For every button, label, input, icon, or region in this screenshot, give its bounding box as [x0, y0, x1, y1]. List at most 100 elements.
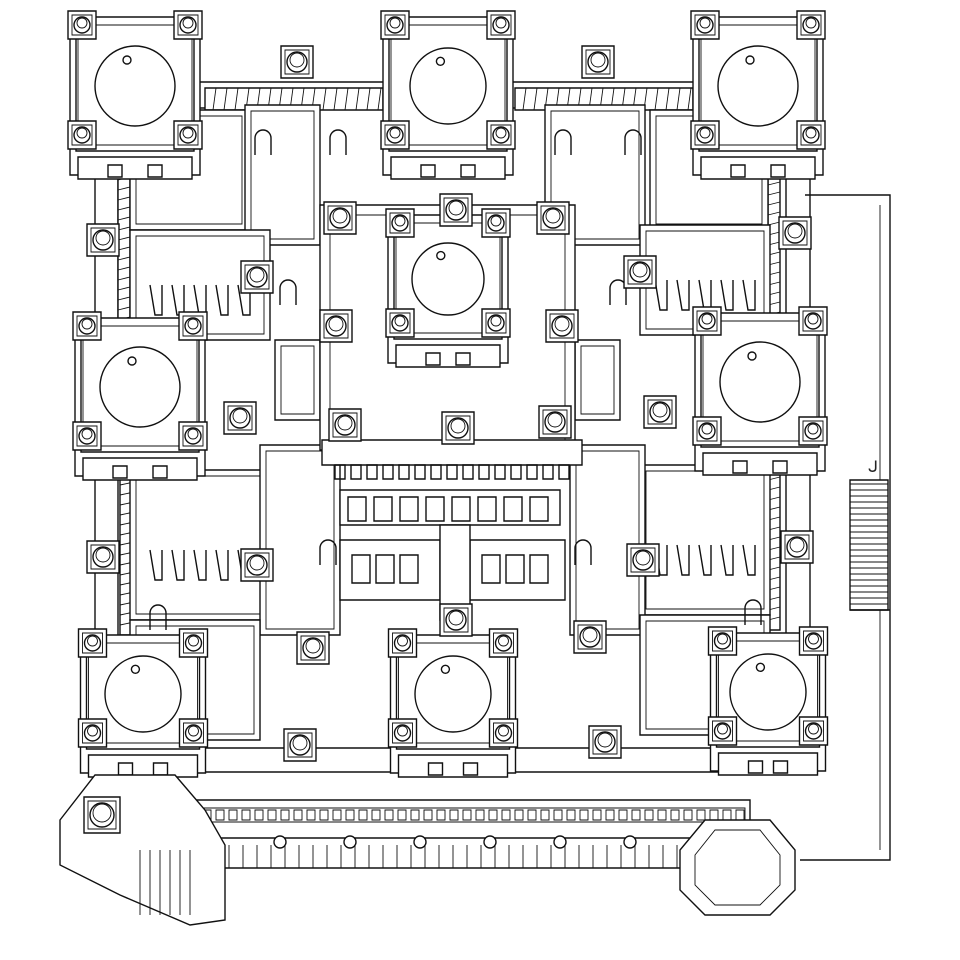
tower-plinth: [78, 157, 192, 179]
gallery-opening: [333, 810, 341, 820]
domed-towers: [68, 11, 828, 777]
courtyard-inner: [551, 111, 639, 239]
turret-dome: [446, 200, 466, 220]
turret-lantern: [653, 403, 667, 417]
east-stairs: [850, 480, 888, 610]
courtyard: [575, 340, 620, 420]
turret-frame: [713, 631, 733, 651]
turret-lantern: [449, 611, 463, 625]
turret-lantern: [250, 268, 264, 282]
dome: [720, 342, 800, 422]
tower-plinth: [703, 453, 817, 475]
gallery-opening: [697, 810, 705, 820]
turret-frame: [183, 426, 203, 446]
domed-tower: [691, 11, 825, 179]
tower-window: [749, 761, 763, 773]
turret-lantern: [702, 314, 712, 324]
turret-lantern: [189, 726, 199, 736]
turret-frame: [785, 535, 809, 559]
tower-window: [108, 165, 122, 177]
turret-frame: [444, 608, 468, 632]
turret-lantern: [88, 726, 98, 736]
gallery-bay: [400, 497, 418, 521]
terrace-bay: [399, 465, 409, 479]
dome-finial: [441, 665, 449, 673]
turret-frame: [550, 314, 574, 338]
terrace-bay: [495, 465, 505, 479]
south-gallery-wall: [60, 775, 795, 925]
tower-window: [461, 165, 475, 177]
window-bay: [352, 555, 370, 583]
gallery-bay: [374, 497, 392, 521]
turret-frame: [72, 125, 92, 145]
turret-lantern: [96, 231, 110, 245]
turret-lantern: [491, 316, 501, 326]
turret-lantern: [183, 128, 193, 138]
line-work: [118, 187, 130, 190]
tower-plinth: [83, 458, 197, 480]
gallery-opening: [450, 810, 458, 820]
turret-dome: [330, 208, 350, 228]
south-court-right: [470, 540, 565, 600]
arcade-pier: [216, 285, 228, 315]
dome-finial: [436, 57, 444, 65]
gallery-opening: [502, 810, 510, 820]
gallery-opening: [411, 810, 419, 820]
tower-window: [421, 165, 435, 177]
turret-lantern: [188, 429, 198, 439]
terrace-bay: [511, 465, 521, 479]
turret-lantern: [338, 416, 352, 430]
turret-dome: [496, 635, 512, 651]
line-work: [118, 297, 130, 300]
turret-dome: [387, 127, 403, 143]
arched-doorway: [555, 130, 571, 155]
gallery-opening: [658, 810, 666, 820]
turret-frame: [486, 313, 506, 333]
turret-dome: [697, 17, 713, 33]
turret-lantern: [583, 628, 597, 642]
gallery-bay: [452, 497, 470, 521]
turret-lantern: [93, 804, 111, 822]
turret-lantern: [546, 209, 560, 223]
turret-dome: [186, 635, 202, 651]
arcade-pier: [194, 550, 206, 580]
line-work: [224, 88, 227, 110]
turret-frame: [77, 426, 97, 446]
turret-frame: [578, 625, 602, 649]
turret-lantern: [188, 319, 198, 329]
dome: [415, 656, 491, 732]
turret-frame: [444, 198, 468, 222]
turret-frame: [491, 125, 511, 145]
turret-lantern: [700, 128, 710, 138]
tower-window: [771, 165, 785, 177]
turret-frame: [541, 206, 565, 230]
turret-frame: [586, 50, 610, 74]
gallery-opening: [619, 810, 627, 820]
line-work: [118, 237, 130, 240]
gallery-turret: [344, 836, 356, 848]
small-turrets: [87, 46, 813, 761]
turret-lantern: [449, 201, 463, 215]
window-bay: [506, 555, 524, 583]
window-bay: [376, 555, 394, 583]
tower-window: [456, 353, 470, 365]
turret-frame: [494, 633, 514, 653]
turret-dome: [787, 537, 807, 557]
turret-frame: [494, 723, 514, 743]
line-work: [688, 88, 691, 110]
turret-dome: [805, 313, 821, 329]
turret-frame: [245, 553, 269, 577]
turret-frame: [178, 15, 198, 35]
turret-dome: [650, 402, 670, 422]
turret-lantern: [700, 18, 710, 28]
turret-dome: [395, 725, 411, 741]
turret-lantern: [329, 317, 343, 331]
line-work: [334, 88, 337, 110]
arcade-pier: [216, 550, 228, 580]
dome: [412, 243, 484, 315]
domed-tower: [386, 209, 510, 367]
line-work: [677, 88, 680, 110]
turret-dome: [247, 555, 267, 575]
turret-frame: [178, 125, 198, 145]
turret-dome: [85, 725, 101, 741]
